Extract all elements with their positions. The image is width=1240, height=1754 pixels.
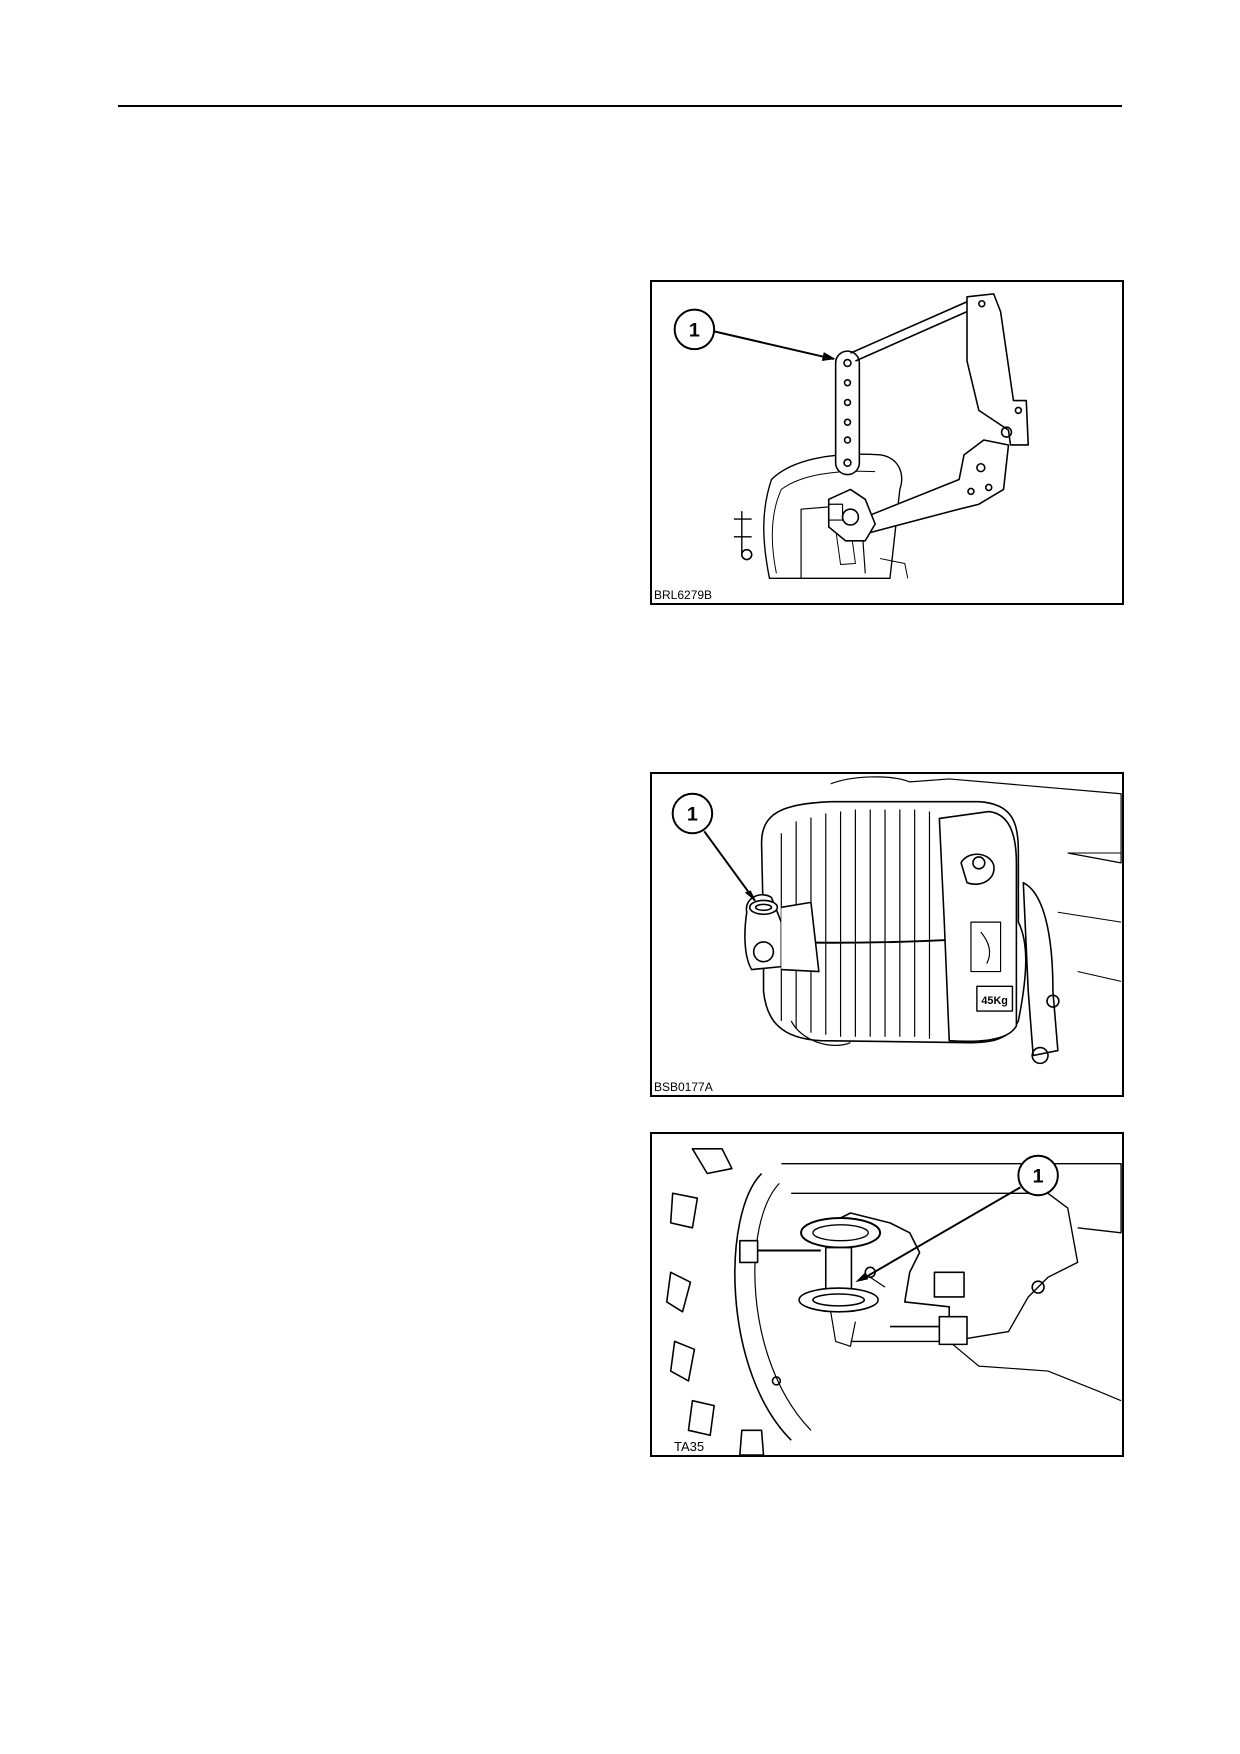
callout-number: 1: [689, 319, 700, 341]
header-rule: [118, 105, 1122, 107]
figure-code: BSB0177A: [654, 1080, 713, 1094]
callout-number: 1: [1033, 1165, 1044, 1187]
figure-code: TA35: [674, 1439, 705, 1454]
figure-code: BRL6279B: [654, 588, 713, 602]
weight-label: 45Kg: [981, 995, 1008, 1007]
figure-front-hitch-linkage: 1 BRL6279B: [650, 280, 1124, 605]
figure-drawbar-pin: 1 TA35: [650, 1132, 1124, 1457]
front-ballast-weights-illustration: 45Kg 1: [671, 776, 1122, 1065]
front-hitch-lift-arm-illustration: 1: [673, 293, 1030, 579]
figure-front-ballast-weights: 45Kg 1 BSB0177A: [650, 772, 1124, 1097]
callout-number: 1: [687, 803, 698, 825]
drawbar-pin-clevis-illustration: 1: [665, 1148, 1122, 1455]
